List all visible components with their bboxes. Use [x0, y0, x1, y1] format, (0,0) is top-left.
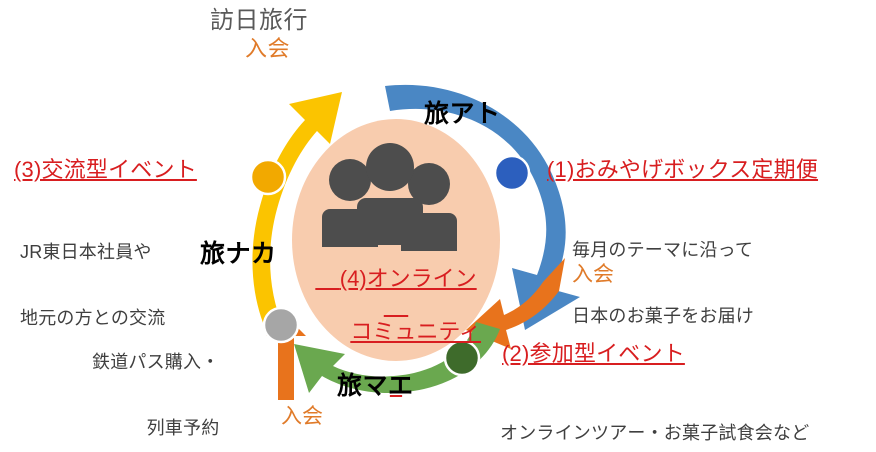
item-1-heading: (1)おみやげボックス定期便 — [547, 157, 819, 182]
item-3-description-line2: 地元の方との交流 — [20, 307, 166, 328]
item-3-heading: (3)交流型イベント — [14, 157, 197, 182]
item-3-description: JR東日本社員や 地元の方との交流 — [20, 198, 165, 374]
item-1-description-line2: 日本のお菓子をお届け — [572, 305, 754, 326]
rail-pass-note: 鉄道パス購入・ 列車予約 — [92, 308, 219, 452]
item-2-heading: (2)参加型イベント — [502, 341, 685, 366]
stage-label-tabi-ato: 旅アト — [424, 100, 501, 128]
item-2-description: オンラインツアー・お菓子試食会など — [500, 379, 809, 452]
center-community-label-line1: (4)オンライン — [339, 265, 477, 291]
center-community-label: (4)オンライン コミュニティ — [311, 239, 481, 400]
marker-dot-blue — [493, 154, 531, 192]
rail-pass-note-line2: 列車予約 — [146, 417, 220, 438]
marker-dot-yellow — [249, 158, 287, 196]
join-label-bottom: 入会 — [281, 405, 323, 428]
orange-arrow-right — [466, 258, 565, 349]
marker-dot-gray — [262, 306, 300, 344]
orange-arrow-bottom-left — [266, 318, 306, 400]
blue-arc-tabi-ato — [385, 84, 580, 331]
stage-label-tabi-mae: 旅マエ — [337, 372, 414, 400]
marker-dot-green — [443, 339, 481, 377]
yellow-arc-tabi-naka — [252, 92, 342, 335]
item-1-description: 毎月のテーマに沿って 日本のお菓子をお届け — [572, 196, 754, 372]
item-3-description-line1: JR東日本社員や — [20, 241, 152, 262]
visit-japan-title: 訪日旅行 — [210, 7, 308, 34]
visit-japan-join-label: 入会 — [245, 36, 291, 61]
item-2-description-line1: オンラインツアー・お菓子試食会など — [500, 422, 810, 443]
green-arc-tabi-mae — [294, 322, 500, 393]
rail-pass-note-line1: 鉄道パス購入・ — [92, 351, 220, 372]
center-community-label-line2: コミュニティ — [350, 319, 481, 345]
three-people-icon — [322, 143, 457, 251]
join-label-right: 入会 — [572, 263, 614, 286]
item-1-description-line1: 毎月のテーマに沿って — [572, 239, 754, 260]
stage-label-tabi-naka: 旅ナカ — [200, 240, 277, 268]
